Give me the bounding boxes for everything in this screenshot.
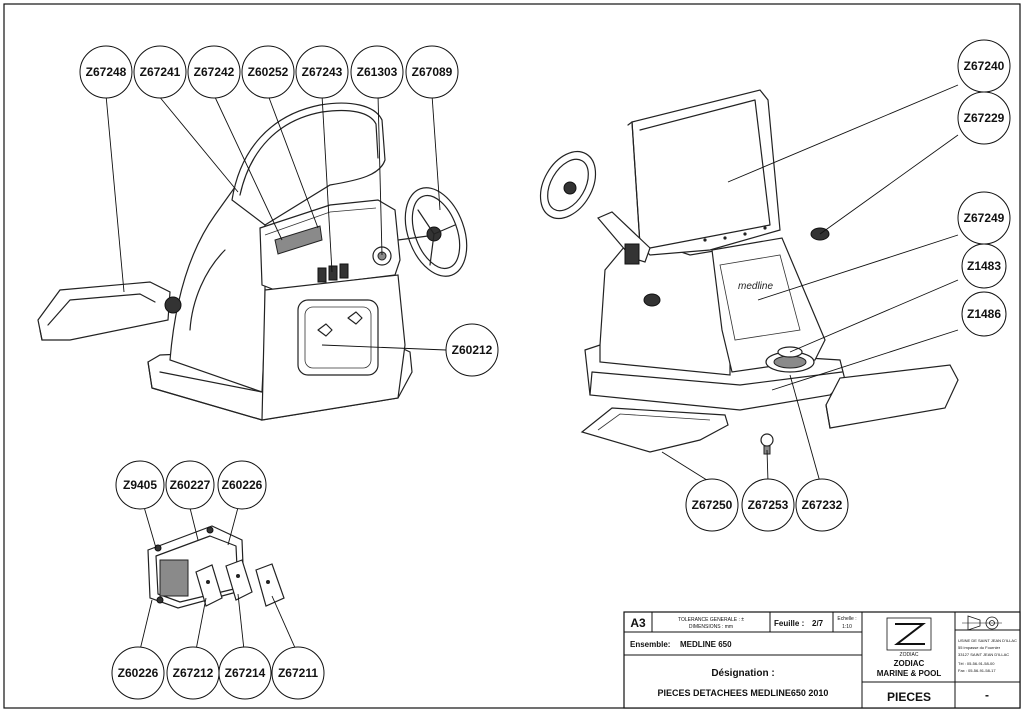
address-line3: 33127 SAINT JEAN D'ILLAC [958, 652, 1009, 657]
svg-text:Z67248: Z67248 [86, 65, 127, 79]
svg-text:Z67241: Z67241 [140, 65, 181, 79]
assembly-value: MEDLINE 650 [680, 640, 732, 649]
svg-text:Z67253: Z67253 [748, 498, 789, 512]
console-brand-mark: medline [738, 281, 773, 292]
tolerance-line2: DIMENSIONS : mm [689, 624, 733, 630]
scale-value: 1:10 [842, 624, 852, 630]
svg-text:Z60226: Z60226 [118, 666, 159, 680]
svg-text:Z67242: Z67242 [194, 65, 235, 79]
callout-z60227: Z60227 [165, 460, 215, 510]
switch-panel-detail [147, 525, 285, 609]
callout-z9405: Z9405 [115, 460, 165, 510]
callout-z60212: Z60212 [445, 323, 499, 377]
svg-text:Z1486: Z1486 [967, 307, 1001, 321]
svg-text:Z60252: Z60252 [248, 65, 289, 79]
svg-text:Z60226: Z60226 [222, 478, 263, 492]
callout-z67248: Z67248 [79, 45, 133, 99]
callout-z67214: Z67214 [218, 646, 272, 700]
svg-text:Z67229: Z67229 [964, 111, 1005, 125]
console-right-view: medline [539, 89, 959, 455]
projection-symbol-icon [962, 615, 1002, 631]
tolerance-line1: TOLERANCE GENERALE : ± [678, 617, 744, 623]
svg-text:Z67240: Z67240 [964, 59, 1005, 73]
company-line1: ZODIAC [894, 659, 925, 668]
callout-z60226-bottom: Z60226 [111, 646, 165, 700]
svg-text:Z60212: Z60212 [452, 343, 493, 357]
svg-text:Z67243: Z67243 [302, 65, 343, 79]
format-label: A3 [630, 616, 646, 630]
callout-z60252: Z60252 [241, 45, 295, 99]
svg-text:Z67250: Z67250 [692, 498, 733, 512]
company-line2: MARINE & POOL [877, 669, 942, 678]
callout-z1483: Z1483 [961, 243, 1007, 289]
callout-z61303: Z61303 [350, 45, 404, 99]
callout-z1486: Z1486 [961, 291, 1007, 337]
address-line2: 55 impasse du Fournier [958, 645, 1001, 650]
assembly-label: Ensemble: [630, 640, 670, 649]
callout-z67229: Z67229 [957, 91, 1011, 145]
svg-text:Z9405: Z9405 [123, 478, 157, 492]
callout-z67240: Z67240 [957, 39, 1011, 93]
designation-label: Désignation : [711, 668, 774, 679]
callout-z67211: Z67211 [271, 646, 325, 700]
scale-label: Echelle : [837, 616, 856, 622]
callout-z67089: Z67089 [405, 45, 459, 99]
svg-text:Z60227: Z60227 [170, 478, 211, 492]
callout-z67243: Z67243 [295, 45, 349, 99]
title-block: A3 TOLERANCE GENERALE : ± DIMENSIONS : m… [623, 611, 1021, 709]
svg-text:Z67249: Z67249 [964, 211, 1005, 225]
svg-text:Z61303: Z61303 [357, 65, 398, 79]
sheet-label: Feuille : [774, 619, 804, 628]
callout-bubbles: Z67248 Z67241 Z67242 Z60252 Z67243 Z6130… [79, 39, 1011, 700]
address-line4: Tél : 05-56-91-58-00 [958, 661, 995, 666]
svg-text:Z67211: Z67211 [278, 666, 318, 680]
svg-text:Z1483: Z1483 [967, 259, 1001, 273]
designation-value: PIECES DETACHEES MEDLINE650 2010 [658, 688, 829, 698]
callout-z67212: Z67212 [166, 646, 220, 700]
svg-text:Z67212: Z67212 [173, 666, 214, 680]
callout-z67250: Z67250 [685, 478, 739, 532]
sheet-value: 2/7 [812, 619, 824, 628]
revision: - [985, 688, 989, 702]
svg-text:ZODIAC: ZODIAC [900, 652, 919, 658]
callout-z67232: Z67232 [795, 478, 849, 532]
callout-z67241: Z67241 [133, 45, 187, 99]
svg-text:Z67214: Z67214 [225, 666, 266, 680]
callout-z67249: Z67249 [957, 191, 1011, 245]
sheet-border [3, 3, 1021, 709]
callout-z67253: Z67253 [741, 478, 795, 532]
svg-text:Z67232: Z67232 [802, 498, 843, 512]
address-line5: Fax : 05-56-91-58-17 [958, 668, 996, 673]
svg-text:Z67089: Z67089 [412, 65, 453, 79]
doc-type: PIECES [887, 690, 931, 704]
callout-z67242: Z67242 [187, 45, 241, 99]
console-left-view [37, 102, 468, 421]
address-line1: USINE DE SAINT JEAN D'ILLAC [958, 638, 1017, 643]
callout-z60226-top: Z60226 [217, 460, 267, 510]
zodiac-logo: ZODIAC [886, 617, 932, 658]
